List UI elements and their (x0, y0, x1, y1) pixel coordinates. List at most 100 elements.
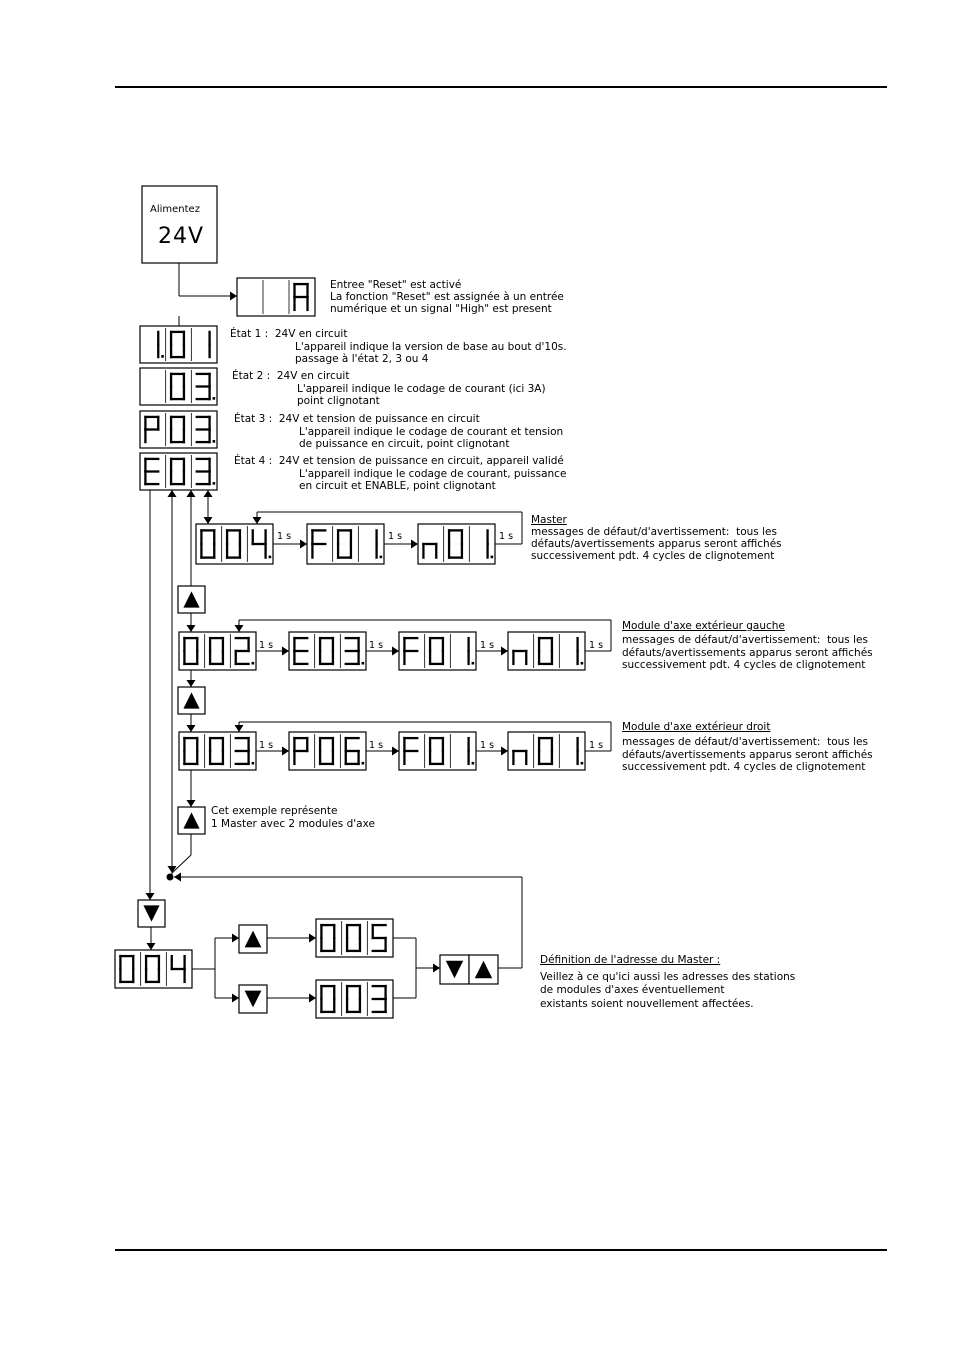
arrow-head-icon (282, 746, 289, 756)
right-axis-display-warning (507, 731, 586, 771)
address-up-button[interactable] (238, 924, 268, 954)
arrow-head-icon (234, 725, 244, 732)
right-axis-display-address (178, 731, 257, 771)
state4-line2: L'appareil indique le codage de courant,… (299, 468, 567, 480)
arrow-head-icon (174, 872, 181, 882)
master-display-address (195, 523, 274, 565)
reset-text-1: Entree "Reset" est activé (330, 279, 462, 291)
reset-display (236, 277, 316, 317)
arrow-head-icon (433, 963, 440, 973)
arrow-head-icon (252, 517, 262, 524)
state3-line3: de puissance en circuit, point clignotan… (299, 438, 510, 450)
master-title: Master (531, 514, 567, 526)
state1-line3: passage à l'état 2, 3 ou 4 (295, 353, 429, 365)
example-note-1: Cet exemple représente (211, 805, 338, 817)
delay-label: 1 s (388, 531, 403, 542)
up-button-2[interactable] (177, 686, 206, 715)
footer-rule (115, 1249, 887, 1251)
left-axis-display-state (288, 631, 367, 671)
power-box (141, 185, 218, 264)
address-down-display (315, 979, 394, 1019)
left-axis-display-fault (398, 631, 477, 671)
delay-label: 1 s (369, 740, 384, 751)
arrow-head-icon (167, 490, 177, 497)
delay-label: 1 s (589, 640, 604, 651)
arrow-head-icon (186, 680, 196, 687)
delay-label: 1 s (499, 531, 514, 542)
power-box-label: Alimentez (150, 204, 200, 215)
delay-label: 1 s (259, 640, 274, 651)
delay-label: 1 s (369, 640, 384, 651)
state2-title: État 2 : 24V en circuit (232, 370, 350, 382)
up-button-1[interactable] (177, 585, 206, 614)
header-rule (115, 86, 887, 88)
right-axis-line2: défauts/avertissements apparus seront af… (622, 749, 873, 761)
arrow-head-icon (232, 993, 239, 1003)
right-axis-display-fault (398, 731, 477, 771)
state4-display (139, 452, 218, 491)
left-axis-display-address (178, 631, 257, 671)
arrow-head-icon (230, 291, 237, 301)
arrow-head-icon (309, 933, 316, 943)
up-button-3[interactable] (177, 806, 206, 835)
delay-label: 1 s (589, 740, 604, 751)
right-axis-line3: successivement pdt. 4 cycles de clignote… (622, 761, 866, 773)
address-down-button[interactable] (238, 984, 268, 1014)
confirm-down-button[interactable] (439, 954, 470, 985)
address-current-display (114, 949, 193, 989)
arrow-head-icon (309, 993, 316, 1003)
state1-line2: L'appareil indique la version de base au… (295, 341, 567, 353)
arrow-head-icon (186, 490, 196, 497)
power-box-value: 24V (158, 224, 205, 249)
master-display-fault (306, 523, 385, 565)
delay-label: 1 s (259, 740, 274, 751)
down-button-main[interactable] (137, 899, 166, 928)
reset-text-3: numérique et un signal "High" est presen… (330, 303, 552, 315)
master-display-warning (417, 523, 496, 565)
state4-title: État 4 : 24V et tension de puissance en … (234, 455, 564, 467)
arrow-head-icon (282, 646, 289, 656)
arrow-head-icon (392, 746, 399, 756)
left-axis-line1: messages de défaut/d'avertissement: tous… (622, 634, 868, 646)
right-axis-title: Module d'axe extérieur droit (622, 721, 771, 733)
arrow-head-icon (501, 746, 508, 756)
arrow-head-icon (186, 625, 196, 632)
arrow-head-icon (145, 893, 155, 900)
state2-line3: point clignotant (297, 395, 380, 407)
state1-display (139, 325, 218, 364)
arrow-head-icon (186, 800, 196, 807)
arrow-head-icon (232, 933, 239, 943)
right-axis-line1: messages de défaut/d'avertissement: tous… (622, 736, 868, 748)
state3-line2: L'appareil indique le codage de courant … (299, 426, 564, 438)
state1-title: État 1 : 24V en circuit (230, 328, 348, 340)
address-line1: Veillez à ce qu'ici aussi les adresses d… (540, 971, 796, 983)
delay-label: 1 s (480, 640, 495, 651)
left-axis-line2: défauts/avertissements apparus seront af… (622, 647, 873, 659)
arrow-head-icon (234, 625, 244, 632)
delay-label: 1 s (277, 531, 292, 542)
connector-line (171, 854, 192, 874)
example-note-2: 1 Master avec 2 modules d'axe (211, 818, 375, 830)
master-line3: successivement pdt. 4 cycles de clignote… (531, 550, 775, 562)
address-line3: existants soient nouvellement affectées. (540, 998, 754, 1010)
state3-display (139, 410, 218, 449)
delay-label: 1 s (480, 740, 495, 751)
arrow-head-icon (203, 517, 213, 524)
address-up-display (315, 918, 394, 958)
master-line1: messages de défaut/d'avertissement: tous… (531, 526, 777, 538)
junction-dot (166, 873, 174, 881)
master-line2: défauts/avertissements apparus seront af… (531, 538, 782, 550)
arrow-head-icon (411, 539, 418, 549)
arrow-head-icon (146, 943, 156, 950)
left-axis-title: Module d'axe extérieur gauche (622, 620, 785, 632)
address-title: Définition de l'adresse du Master : (540, 954, 721, 966)
confirm-up-button[interactable] (468, 954, 499, 985)
arrow-head-icon (300, 539, 307, 549)
state2-line2: L'appareil indique le codage de courant … (297, 383, 546, 395)
right-axis-display-state (288, 731, 367, 771)
state2-display (139, 367, 218, 406)
arrow-head-icon (203, 490, 213, 497)
state4-line3: en circuit et ENABLE, point clignotant (299, 480, 496, 492)
address-line2: de modules d'axes éventuellement (540, 984, 725, 996)
